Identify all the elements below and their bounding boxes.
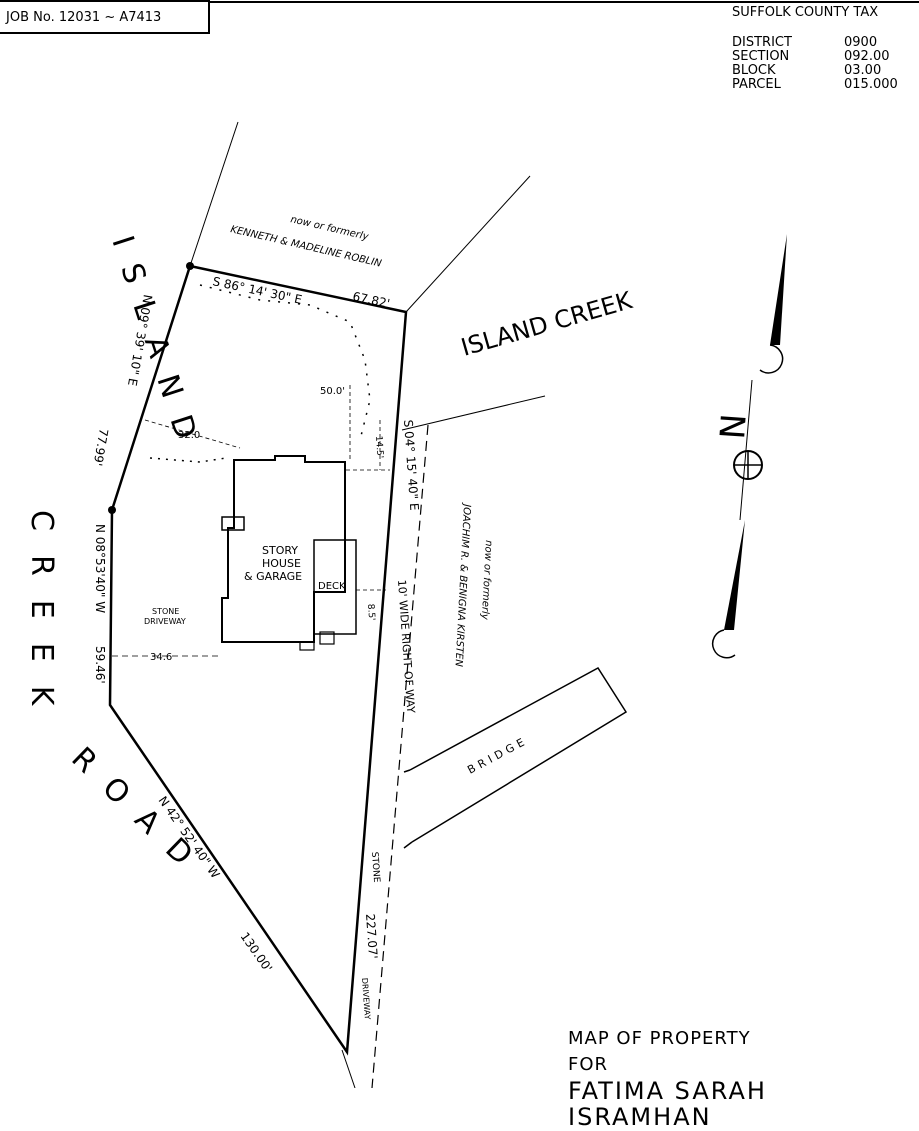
north-arrow-head <box>770 234 787 345</box>
steps <box>319 631 335 645</box>
east-line-distance: 227.07' <box>363 913 380 959</box>
north-arrow <box>711 234 787 659</box>
tax-value: 0900 <box>844 35 878 50</box>
tax-key: PARCEL <box>732 77 781 92</box>
stone-label: STONE <box>369 852 381 884</box>
shore-line <box>405 175 531 313</box>
title-line-3: FATIMA SARAH ISRAMHAN <box>568 1077 767 1131</box>
water-label: ISLAND CREEK <box>458 286 636 362</box>
east-owner-note: now or formerly <box>479 540 494 621</box>
dim-32: 32.0 <box>178 430 200 441</box>
tax-row-block: BLOCK 03.00 <box>732 64 898 78</box>
survey-map: N ISLAND CREEK ROAD ISLAND CREEK now or … <box>24 1 919 1088</box>
job-number-label: JOB No. 12031 ~ A7413 <box>0 0 210 34</box>
bridge-outline <box>409 667 628 843</box>
monument-marker <box>108 506 116 514</box>
dim-8: 8.5' <box>365 604 376 621</box>
north-arrow-letter: N <box>713 412 755 440</box>
south-arrow-tail <box>724 520 745 630</box>
tax-title: SUFFOLK COUNTY TAX <box>732 5 879 20</box>
dim-50: 50.0' <box>320 386 345 397</box>
title-line-1: MAP OF PROPERTY <box>568 1028 751 1049</box>
adjoining-line <box>189 121 239 267</box>
tree-line <box>149 457 227 463</box>
job-number-text: JOB No. 12031 ~ A7413 <box>6 9 162 25</box>
tax-row-parcel: PARCEL 015.000 <box>732 78 898 92</box>
house-label-line1: STORY <box>262 544 298 557</box>
dim-line <box>144 419 241 449</box>
w-line-distance: 59.46' <box>93 646 107 684</box>
property-boundary <box>108 264 408 1056</box>
east-line-bearing: S 04° 15' 40" E <box>401 419 421 511</box>
tax-key: DISTRICT <box>732 35 792 50</box>
house-bump <box>221 516 245 531</box>
tax-row-district: DISTRICT 0900 <box>732 36 898 50</box>
right-of-way-line <box>371 424 429 1088</box>
tax-key: SECTION <box>732 49 790 64</box>
tax-info-block: SUFFOLK COUNTY TAX DISTRICT 0900 SECTION… <box>732 6 898 92</box>
tax-value: 03.00 <box>844 63 882 78</box>
tax-row-section: SECTION 092.00 <box>732 50 898 64</box>
house-label-line2: HOUSE <box>262 557 301 570</box>
tree-line <box>199 284 371 441</box>
tax-key: BLOCK <box>732 63 776 78</box>
boundary-extension <box>341 1049 356 1088</box>
map-title-block: MAP OF PROPERTY FOR FATIMA SARAH ISRAMHA… <box>568 1026 919 1130</box>
tax-value: 015.000 <box>844 77 898 92</box>
right-of-way-label: 10' WIDE RIGHT OF WAY <box>395 579 417 713</box>
bridge-edge <box>403 769 411 773</box>
driveway-label: DRIVEWAY <box>360 978 372 1020</box>
east-owner-name: JOACHIM R. & BENIGNA KIRSTEN <box>452 502 472 668</box>
house-label-line3: & GARAGE <box>244 570 302 583</box>
road-label-creek: CREEK <box>24 510 59 729</box>
stone-driveway-label: DRIVEWAY <box>144 617 186 626</box>
north-owner-note: now or formerly <box>289 214 370 243</box>
dim-14: 14.5' <box>373 436 385 459</box>
north-line-distance: 67.82' <box>351 289 391 311</box>
stone-driveway-label: STONE <box>152 607 179 616</box>
steps <box>299 641 315 651</box>
deck-label: DECK <box>318 581 346 592</box>
dim-34: 34.6 <box>150 652 172 663</box>
bridge-label: BRIDGE <box>465 734 530 777</box>
tax-value: 092.00 <box>844 49 890 64</box>
nw-line-distance: 77.99' <box>91 427 111 467</box>
road-label-road: ROAD <box>64 741 215 888</box>
w-line-bearing: N 08°53'40" W <box>93 524 107 613</box>
deck-outline <box>313 539 357 635</box>
bridge-edge <box>403 841 413 849</box>
title-line-2: FOR <box>568 1054 609 1075</box>
road-label: ISLAND CREEK ROAD <box>24 232 215 888</box>
shore-line <box>401 395 546 431</box>
